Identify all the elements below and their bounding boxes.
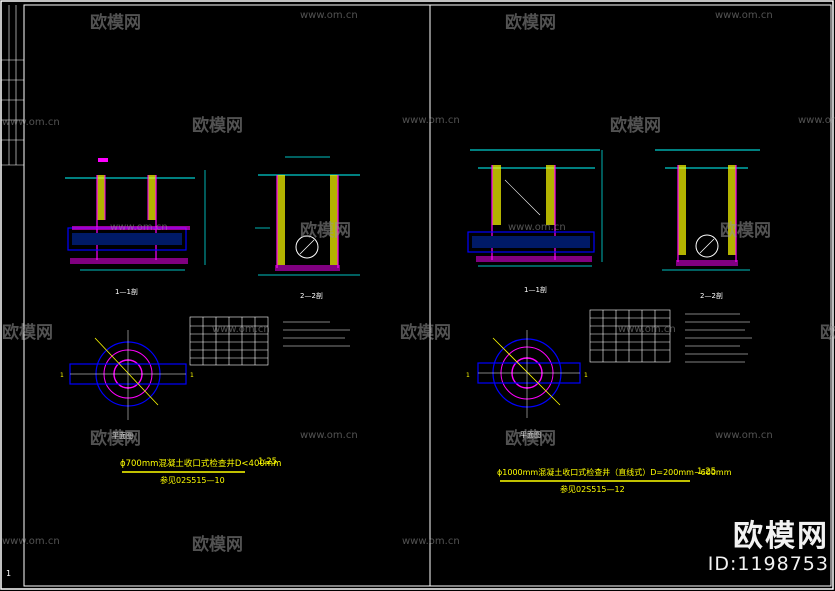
brand-name: 欧模网: [733, 519, 829, 554]
watermark-brand: 欧模网: [610, 116, 661, 136]
svg-text:1: 1: [60, 372, 64, 379]
watermark-brand: 欧模网: [192, 535, 243, 555]
watermark-url: www.om.cn: [618, 324, 676, 335]
brand-overlay: 欧模网 ID:1198753: [708, 511, 829, 575]
watermark-url: www.om.cn: [300, 10, 358, 21]
right-plan-label: 平面图: [520, 431, 541, 439]
watermark-url: www.om.cn: [798, 115, 835, 126]
binding-strip: [1, 5, 24, 166]
right-data-table: [589, 309, 671, 363]
watermark-url: www.om.cn: [715, 10, 773, 21]
watermark-url: www.om.cn: [508, 222, 566, 233]
watermark-brand: 欧模网: [90, 429, 141, 449]
watermark-url: www.om.cn: [2, 117, 60, 128]
right-drawing-no: 参见02S515—12: [560, 485, 625, 494]
svg-text:1: 1: [584, 372, 588, 379]
inner-frame: [23, 4, 832, 587]
right-section-b: [655, 149, 760, 271]
brand-id: ID:1198753: [707, 553, 829, 575]
left-section-a-label: 1—1剖: [115, 287, 138, 296]
right-title: ɸ1000mm混凝土收口式检查井（直线式）D=200mm~600mm: [497, 468, 732, 477]
left-title: ɸ700mm混凝土收口式检查井D<400mm: [120, 459, 282, 469]
watermark-brand: 欧模网: [2, 323, 53, 343]
left-plan-view: 1 1: [60, 330, 194, 420]
left-notes: [283, 321, 350, 347]
left-section-b: [255, 156, 360, 276]
watermark-url: www.om.cn: [212, 324, 270, 335]
watermark-url: www.om.cn: [2, 536, 60, 547]
right-scale: 1:25: [697, 467, 717, 477]
left-scale: 1:25: [258, 457, 278, 467]
svg-text:1: 1: [190, 372, 194, 379]
watermark-brand: 欧模网: [505, 13, 556, 33]
right-section-b-label: 2—2剖: [700, 291, 723, 300]
right-section-a-label: 1—1剖: [524, 285, 547, 294]
watermark-brand: 欧模网: [720, 221, 771, 241]
corner-mark: 1: [6, 569, 11, 578]
watermark-url: www.om.cn: [402, 115, 460, 126]
watermark-brand: 欧模网: [192, 116, 243, 136]
watermark-brand: 欧模网: [820, 323, 835, 343]
watermark-url: www.om.cn: [402, 536, 460, 547]
watermark-brand: 欧模网: [90, 13, 141, 33]
left-drawing-no: 参见02S515—10: [160, 476, 225, 485]
left-section-b-label: 2—2剖: [300, 291, 323, 300]
watermark-url: www.om.cn: [110, 222, 168, 233]
left-plan-label: 平面图: [112, 432, 133, 440]
watermark-brand: 欧模网: [300, 221, 351, 241]
right-plan-view: 1 1: [466, 330, 588, 418]
svg-text:1: 1: [466, 372, 470, 379]
watermark-url: www.om.cn: [300, 430, 358, 441]
watermark-brand: 欧模网: [505, 429, 556, 449]
left-data-table: [189, 316, 269, 366]
right-notes: [685, 313, 752, 363]
watermark-brand: 欧模网: [400, 323, 451, 343]
watermark-url: www.om.cn: [715, 430, 773, 441]
left-section-a: [65, 158, 206, 271]
right-section-a: [467, 149, 603, 267]
